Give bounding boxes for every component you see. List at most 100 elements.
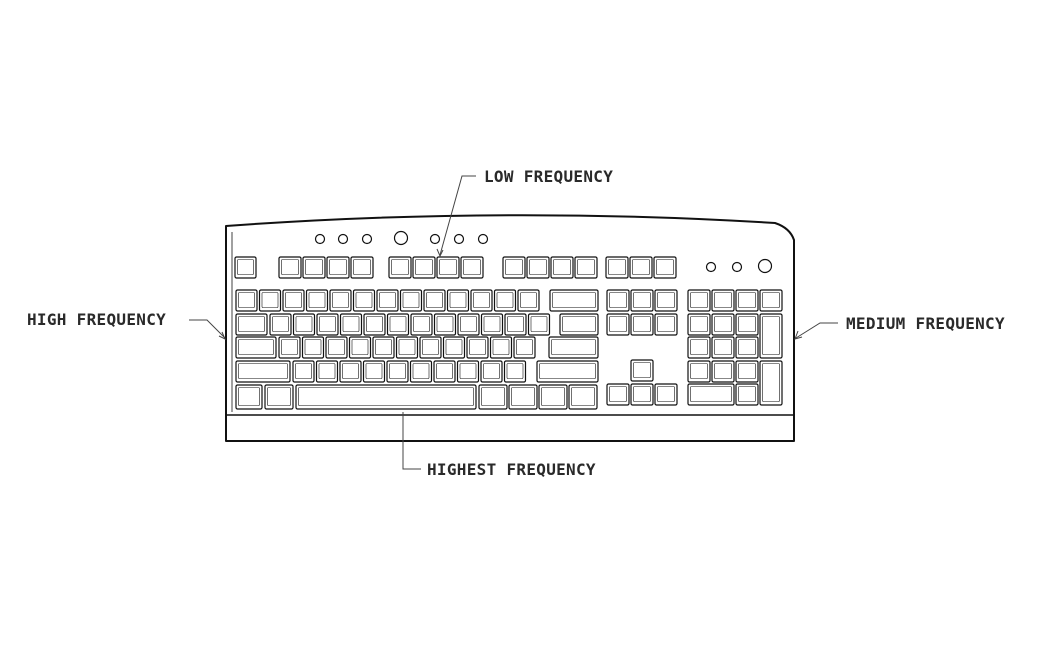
keycap-top xyxy=(551,339,596,355)
keycap-top xyxy=(379,292,396,308)
keycap-top xyxy=(402,292,420,308)
media-buttons xyxy=(314,230,489,246)
keycap-top xyxy=(714,363,732,379)
keycap-top xyxy=(413,316,430,332)
keycap-top xyxy=(332,292,349,308)
leader-arrow-low xyxy=(436,248,444,258)
label-low-frequency: LOW FREQUENCY xyxy=(484,167,614,186)
keycap-top xyxy=(609,292,627,308)
keycap-top xyxy=(353,259,371,275)
keycap-top xyxy=(267,387,291,406)
keycap-top xyxy=(738,363,756,379)
keycap-top xyxy=(562,316,596,332)
indicator-light xyxy=(705,261,717,273)
keycap-top xyxy=(460,316,477,332)
keycap-top xyxy=(690,316,708,332)
indicator-light xyxy=(757,258,773,274)
keycap-top xyxy=(422,339,439,355)
keycap-top xyxy=(375,339,392,355)
media-button xyxy=(361,233,373,245)
media-button xyxy=(314,233,326,245)
keycap-top xyxy=(304,339,322,355)
media-button xyxy=(453,233,465,245)
keycap-top xyxy=(738,316,756,332)
keycap-top xyxy=(762,316,780,355)
keycap-top xyxy=(738,292,756,308)
keycap-top xyxy=(520,292,537,308)
keycap-top xyxy=(298,387,474,406)
keycap-top xyxy=(516,339,533,355)
leader-line-highest xyxy=(402,412,421,470)
keycap-top xyxy=(318,363,336,379)
keycap-top xyxy=(633,292,651,308)
keycap-top xyxy=(529,259,547,275)
keycap-top xyxy=(295,316,313,332)
label-medium-frequency: MEDIUM FREQUENCY xyxy=(846,314,1005,333)
keycap-top xyxy=(530,316,548,332)
keycap-top xyxy=(738,339,756,355)
keycap-top xyxy=(608,259,626,275)
keycap-top xyxy=(714,292,732,308)
keycap-top xyxy=(762,292,780,308)
label-highest-frequency: HIGHEST FREQUENCY xyxy=(427,460,596,479)
keycap-top xyxy=(633,386,651,402)
keycap-top xyxy=(439,259,457,275)
keycap-top xyxy=(389,316,407,332)
keycap-top xyxy=(426,292,443,308)
keycap-top xyxy=(552,292,596,308)
leader-line-medium xyxy=(795,322,838,339)
keycap-top xyxy=(281,259,299,275)
keycap-top xyxy=(459,363,477,379)
numeric-keypad xyxy=(687,289,783,406)
keycap-top xyxy=(366,316,383,332)
keycap-top xyxy=(690,363,708,379)
keyboard-illustration xyxy=(225,214,795,442)
keycap-top xyxy=(342,363,359,379)
keycap-top xyxy=(505,259,523,275)
keycap-top xyxy=(398,339,416,355)
label-high-frequency: HIGH FREQUENCY xyxy=(27,310,167,329)
keycap-top xyxy=(714,316,732,332)
keycap-top xyxy=(342,316,360,332)
leader-line-low xyxy=(439,175,476,256)
media-button xyxy=(393,230,409,246)
keycap-top xyxy=(481,387,505,406)
keycap-top xyxy=(281,339,298,355)
keycap-top xyxy=(329,259,347,275)
keycap-top xyxy=(762,363,780,402)
keycap-top xyxy=(469,339,486,355)
function-key-row xyxy=(234,256,677,279)
keycap-top xyxy=(463,259,481,275)
keycap-top xyxy=(305,259,323,275)
keycap-top xyxy=(690,339,708,355)
keycap-top xyxy=(553,259,571,275)
keycap-top xyxy=(436,363,453,379)
keycap-top xyxy=(657,316,675,332)
indicator-light xyxy=(731,261,743,273)
keycap-top xyxy=(285,292,302,308)
keycap-top xyxy=(391,259,409,275)
keycap-top xyxy=(541,387,565,406)
keycap-top xyxy=(238,387,260,406)
keycap-top xyxy=(351,339,369,355)
keycap-top xyxy=(609,386,627,402)
keycap-top xyxy=(632,259,650,275)
keycap-top xyxy=(238,339,274,355)
keycap-top xyxy=(506,363,524,379)
keycap-top xyxy=(511,387,535,406)
keycap-top xyxy=(633,316,651,332)
keycap-top xyxy=(415,259,433,275)
keycap-top xyxy=(633,362,651,378)
keycap-top xyxy=(412,363,430,379)
navigation-key-block xyxy=(606,289,678,406)
keycap-top xyxy=(238,292,255,308)
keycap-top xyxy=(656,259,674,275)
keycap-top xyxy=(328,339,345,355)
media-button xyxy=(337,233,349,245)
keycap-top xyxy=(507,316,524,332)
keycap-top xyxy=(238,363,288,379)
keycap-top xyxy=(738,386,756,402)
keycap-top xyxy=(483,316,501,332)
keycap-top xyxy=(657,386,675,402)
